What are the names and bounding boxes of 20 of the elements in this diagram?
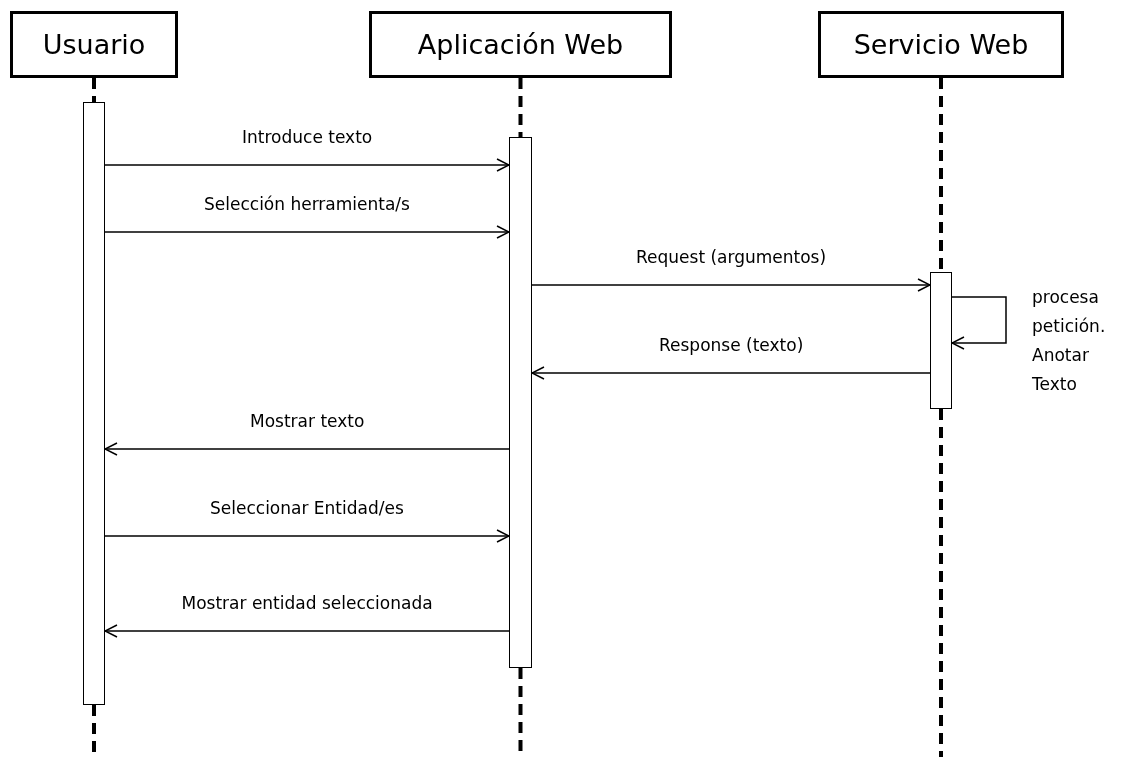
message-label: Selección herramienta/s bbox=[202, 194, 412, 214]
message-label: Seleccionar Entidad/es bbox=[208, 498, 406, 518]
message-arrow bbox=[104, 442, 510, 456]
message-arrow bbox=[104, 624, 510, 638]
message-arrow bbox=[531, 278, 931, 292]
message-arrow bbox=[104, 225, 510, 239]
lifeline bbox=[518, 78, 523, 137]
activation-bar bbox=[509, 137, 532, 668]
lifeline-header-box: Aplicación Web bbox=[369, 11, 672, 78]
message-arrow bbox=[104, 529, 510, 543]
lifeline bbox=[939, 78, 943, 272]
message-arrow bbox=[104, 158, 510, 172]
lifeline bbox=[939, 409, 943, 757]
message-arrow bbox=[531, 366, 931, 380]
lifeline-header-box: Usuario bbox=[10, 11, 178, 78]
activation-bar bbox=[83, 102, 105, 705]
activation-bar bbox=[930, 272, 952, 409]
self-message-arrow bbox=[951, 296, 1007, 350]
lifeline-header-box: Servicio Web bbox=[818, 11, 1064, 78]
lifeline bbox=[92, 78, 96, 102]
